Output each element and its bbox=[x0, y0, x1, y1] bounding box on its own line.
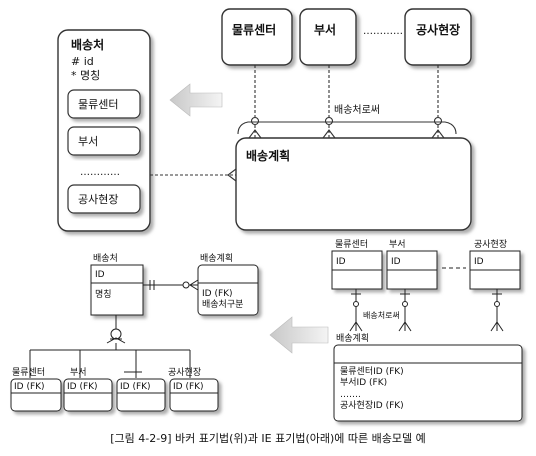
ie-subtype-site-key: ID (FK) bbox=[173, 382, 204, 392]
ie-top-site-key: ID bbox=[474, 257, 484, 267]
barker-ship-to-id-attr: # id bbox=[71, 55, 94, 68]
ie-notation: 배송처 ID 명칭 배송계획 ID (FK) 배송처구분 bbox=[10, 239, 523, 422]
ie-top-site-title: 공사현장 bbox=[474, 239, 507, 250]
barker-ship-to-entity: 배송처 # id * 명칭 물류센터 부서 ………… 공사현장 bbox=[57, 29, 151, 232]
barker-subtype-site: 공사현장 bbox=[78, 193, 118, 206]
barker-top-entities: 물류센터 부서 ………… 공사현장 bbox=[221, 8, 472, 66]
ie-relation-label: 배송처로써 bbox=[363, 311, 400, 320]
ie-subtype-department-key: ID (FK) bbox=[67, 382, 98, 392]
ie-ship-to-plan-relation bbox=[143, 279, 199, 291]
barker-subtype-ellipsis: ………… bbox=[80, 167, 120, 178]
barker-plan-title: 배송계획 bbox=[246, 148, 290, 163]
barker-subtype-department: 부서 bbox=[78, 135, 98, 148]
ie-relationship-lines bbox=[349, 289, 504, 332]
ie-plan-right-attr-2: 부서ID (FK) bbox=[340, 377, 387, 388]
ie-top-logistics-key: ID bbox=[336, 257, 346, 267]
ie-top-department-title: 부서 bbox=[389, 239, 406, 250]
ie-ship-to-key: ID bbox=[95, 270, 105, 280]
barker-subtype-logistics: 물류센터 bbox=[78, 98, 118, 111]
ie-plan-right-title: 배송계획 bbox=[336, 332, 369, 344]
barker-ship-to-title: 배송처 bbox=[71, 37, 104, 52]
ie-subtype-logistics-title: 물류센터 bbox=[12, 367, 45, 378]
ie-subtype-other-key: ID (FK) bbox=[120, 382, 151, 392]
barker-plan-entity: 배송계획 bbox=[235, 137, 472, 231]
ie-subtypes: 물류센터 ID (FK) 부서 ID (FK) ID (FK) 공사현장 ID … bbox=[10, 367, 219, 412]
barker-transform-arrow bbox=[169, 83, 223, 117]
barker-ship-to-name-attr: * 명칭 bbox=[71, 69, 100, 82]
ie-plan-left-attr-2: 배송처구분 bbox=[202, 298, 243, 310]
ie-subtype-symbol bbox=[29, 315, 191, 378]
barker-top-site: 공사현장 bbox=[416, 22, 460, 37]
barker-top-department: 부서 bbox=[314, 22, 336, 37]
ie-plan-right-attr-1: 물류센터ID (FK) bbox=[340, 366, 404, 377]
ie-plan-left-entity: ID (FK) 배송처구분 bbox=[197, 264, 259, 316]
ie-top-logistics-title: 물류센터 bbox=[335, 239, 368, 250]
ie-ship-to-title: 배송처 bbox=[93, 252, 118, 264]
barker-notation: 배송처 # id * 명칭 물류센터 부서 ………… 공사현장 물류센터 부서 … bbox=[57, 8, 472, 232]
ie-plan-right-entity: 물류센터ID (FK) 부서ID (FK) ……. 공사현장ID (FK) bbox=[333, 344, 523, 422]
ie-plan-right-attr-4: 공사현장ID (FK) bbox=[340, 400, 404, 411]
ie-top-entities: 물류센터 ID 부서 ID 공사현장 ID bbox=[331, 239, 521, 290]
figure-caption: [그림 4-2-9] 바커 표기법(위)과 IE 표기법(아래)에 따른 배송모… bbox=[110, 432, 426, 445]
barker-relation-label: 배송처로써 bbox=[334, 104, 380, 116]
barker-top-logistics: 물류센터 bbox=[232, 22, 276, 37]
ie-plan-right-attr-3: ……. bbox=[340, 390, 361, 400]
ie-plan-left-title: 배송계획 bbox=[200, 252, 233, 264]
ie-transform-arrow bbox=[269, 316, 329, 354]
ie-subtype-site-title: 공사현장 bbox=[168, 367, 201, 378]
ie-top-department-key: ID bbox=[391, 257, 401, 267]
ie-plan-left-attr-1: ID (FK) bbox=[202, 289, 233, 299]
barker-top-ellipsis: ………… bbox=[363, 26, 403, 37]
barker-relationship-lines bbox=[150, 65, 457, 182]
ie-ship-to-attr: 명칭 bbox=[95, 289, 112, 300]
ie-ship-to-entity: ID 명칭 bbox=[90, 264, 144, 316]
ie-subtype-department-title: 부서 bbox=[70, 367, 87, 378]
ie-subtype-logistics-key: ID (FK) bbox=[14, 382, 45, 392]
